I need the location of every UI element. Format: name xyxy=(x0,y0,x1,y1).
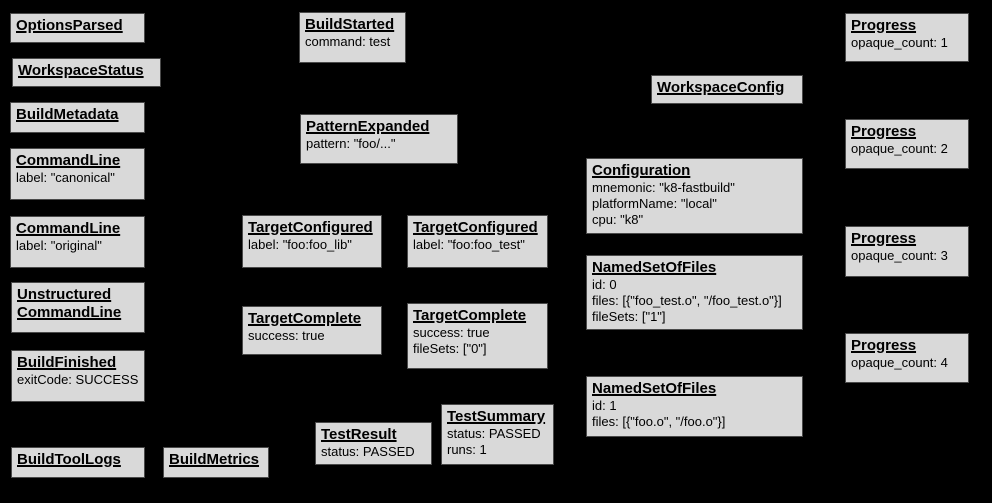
node-body: success: true xyxy=(248,328,325,343)
node-progress-1: Progress opaque_count: 1 xyxy=(845,13,969,62)
node-body: label: "original" xyxy=(16,238,102,253)
node-body: exitCode: SUCCESS xyxy=(17,372,139,387)
node-title: Configuration xyxy=(592,162,691,179)
node-target-configured-foo-lib: TargetConfigured label: "foo:foo_lib" xyxy=(242,215,382,268)
node-body: opaque_count: 2 xyxy=(851,141,948,156)
node-title: TargetComplete xyxy=(248,310,362,327)
node-title: BuildFinished xyxy=(17,354,117,371)
node-title: TargetConfigured xyxy=(248,219,373,236)
node-body: label: "foo:foo_test" xyxy=(413,237,525,252)
node-body: command: test xyxy=(305,34,391,49)
node-build-finished: BuildFinished exitCode: SUCCESS xyxy=(11,350,145,402)
node-body: mnemonic: "k8-fastbuild" platformName: "… xyxy=(592,180,735,227)
node-title: CommandLine xyxy=(16,220,121,237)
node-target-complete-foo-lib: TargetComplete success: true xyxy=(242,306,382,355)
node-title: Unstructured CommandLine xyxy=(17,286,122,321)
node-title: Progress xyxy=(851,123,917,140)
node-body: opaque_count: 4 xyxy=(851,355,948,370)
node-command-line-original: CommandLine label: "original" xyxy=(10,216,145,268)
node-title: BuildToolLogs xyxy=(17,451,121,468)
node-body: success: true fileSets: ["0"] xyxy=(413,325,490,356)
node-title: NamedSetOfFiles xyxy=(592,259,717,276)
node-body: pattern: "foo/..." xyxy=(306,136,396,151)
node-body: id: 0 files: [{"foo_test.o", "/foo_test.… xyxy=(592,277,782,324)
node-body: opaque_count: 1 xyxy=(851,35,948,50)
node-title: PatternExpanded xyxy=(306,118,430,135)
node-title: NamedSetOfFiles xyxy=(592,380,717,397)
node-options-parsed: OptionsParsed xyxy=(10,13,145,43)
node-title: WorkspaceStatus xyxy=(18,62,144,79)
node-body: label: "foo:foo_lib" xyxy=(248,237,352,252)
node-body: label: "canonical" xyxy=(16,170,115,185)
node-body: status: PASSED runs: 1 xyxy=(447,426,541,457)
node-unstructured-command-line: Unstructured CommandLine xyxy=(11,282,145,333)
node-build-metrics: BuildMetrics xyxy=(163,447,269,478)
node-workspace-config: WorkspaceConfig xyxy=(651,75,803,104)
node-title: TargetConfigured xyxy=(413,219,538,236)
node-build-started: BuildStarted command: test xyxy=(299,12,406,63)
node-build-metadata: BuildMetadata xyxy=(10,102,145,133)
node-progress-2: Progress opaque_count: 2 xyxy=(845,119,969,169)
node-title: Progress xyxy=(851,230,917,247)
node-target-configured-foo-test: TargetConfigured label: "foo:foo_test" xyxy=(407,215,548,268)
node-configuration: Configuration mnemonic: "k8-fastbuild" p… xyxy=(586,158,803,234)
node-body: id: 1 files: [{"foo.o", "/foo.o"}] xyxy=(592,398,726,429)
node-title: TargetComplete xyxy=(413,307,527,324)
node-title: TestSummary xyxy=(447,408,546,425)
node-title: BuildMetadata xyxy=(16,106,119,123)
node-named-set-of-files-1: NamedSetOfFiles id: 1 files: [{"foo.o", … xyxy=(586,376,803,437)
node-title: OptionsParsed xyxy=(16,17,123,34)
node-progress-3: Progress opaque_count: 3 xyxy=(845,226,969,277)
node-progress-4: Progress opaque_count: 4 xyxy=(845,333,969,383)
node-title: Progress xyxy=(851,17,917,34)
node-title: BuildStarted xyxy=(305,16,395,33)
node-workspace-status: WorkspaceStatus xyxy=(12,58,161,87)
node-title: Progress xyxy=(851,337,917,354)
node-pattern-expanded: PatternExpanded pattern: "foo/..." xyxy=(300,114,458,164)
node-test-result: TestResult status: PASSED xyxy=(315,422,432,465)
node-title: WorkspaceConfig xyxy=(657,79,785,96)
node-title: CommandLine xyxy=(16,152,121,169)
node-test-summary: TestSummary status: PASSED runs: 1 xyxy=(441,404,554,465)
node-title: BuildMetrics xyxy=(169,451,260,468)
node-body: status: PASSED xyxy=(321,444,415,459)
node-command-line-canonical: CommandLine label: "canonical" xyxy=(10,148,145,200)
node-body: opaque_count: 3 xyxy=(851,248,948,263)
node-target-complete-foo-test: TargetComplete success: true fileSets: [… xyxy=(407,303,548,369)
node-named-set-of-files-0: NamedSetOfFiles id: 0 files: [{"foo_test… xyxy=(586,255,803,330)
node-build-tool-logs: BuildToolLogs xyxy=(11,447,145,478)
node-title: TestResult xyxy=(321,426,397,443)
